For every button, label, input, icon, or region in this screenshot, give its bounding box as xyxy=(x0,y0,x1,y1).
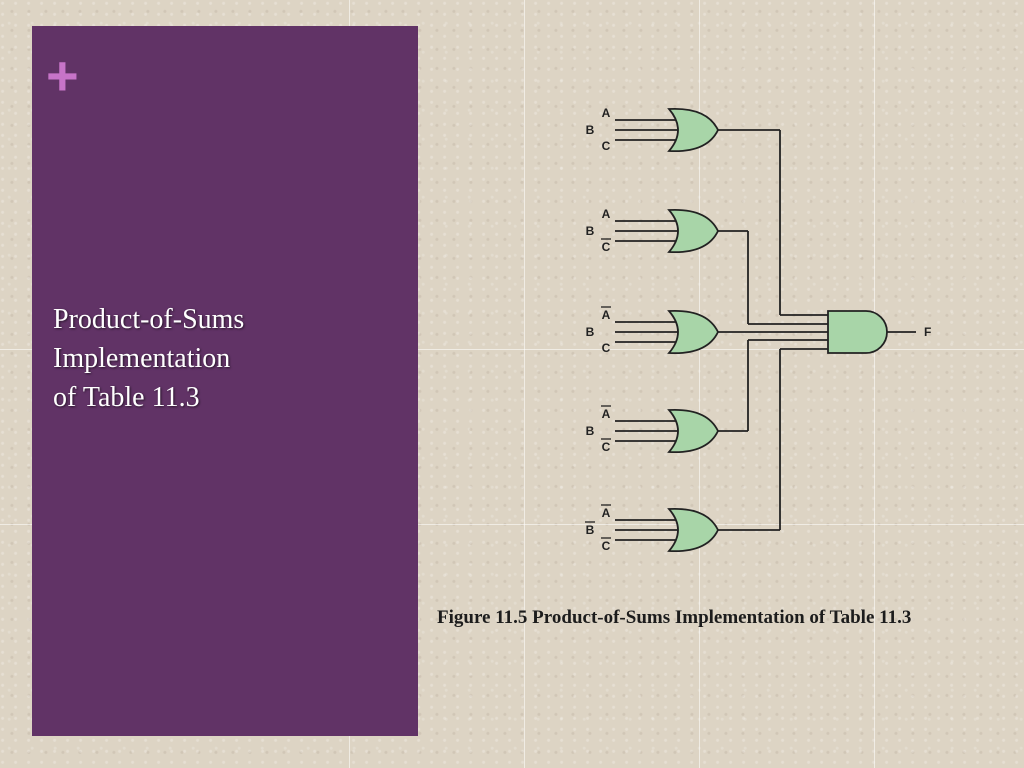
input-label: B xyxy=(586,523,595,537)
input-label: C xyxy=(602,440,611,454)
background-gridline xyxy=(0,349,1024,350)
background-gridline xyxy=(874,0,875,768)
slide-title-line: of Table 11.3 xyxy=(53,382,200,413)
background-gridline xyxy=(524,0,525,768)
background-gridline xyxy=(0,524,1024,525)
input-label: C xyxy=(602,139,611,153)
input-label: A xyxy=(602,407,611,421)
input-label: C xyxy=(602,240,611,254)
input-label: C xyxy=(602,341,611,355)
title-panel xyxy=(32,26,418,736)
output-label: F xyxy=(924,325,931,339)
input-label: A xyxy=(602,207,611,221)
slide-title-line: Implementation xyxy=(53,343,231,374)
background-gridline xyxy=(699,0,700,768)
or-gate xyxy=(667,507,719,553)
and-gate xyxy=(827,310,888,354)
input-label: C xyxy=(602,539,611,553)
input-label: B xyxy=(586,325,595,339)
input-label: A xyxy=(602,308,611,322)
input-label: A xyxy=(602,506,611,520)
figure-caption: Figure 11.5 Product-of-Sums Implementati… xyxy=(437,607,912,628)
slide-title-line: Product-of-Sums xyxy=(53,304,245,335)
input-label: B xyxy=(586,424,595,438)
input-label: B xyxy=(586,123,595,137)
or-gate xyxy=(667,309,719,355)
or-gate xyxy=(667,208,719,254)
slide-title: Product-of-Sums Implementation of Table … xyxy=(53,300,393,417)
input-label: B xyxy=(586,224,595,238)
input-label: A xyxy=(602,106,611,120)
plus-icon: + xyxy=(46,44,79,107)
or-gate xyxy=(667,107,719,153)
or-gate xyxy=(667,408,719,454)
